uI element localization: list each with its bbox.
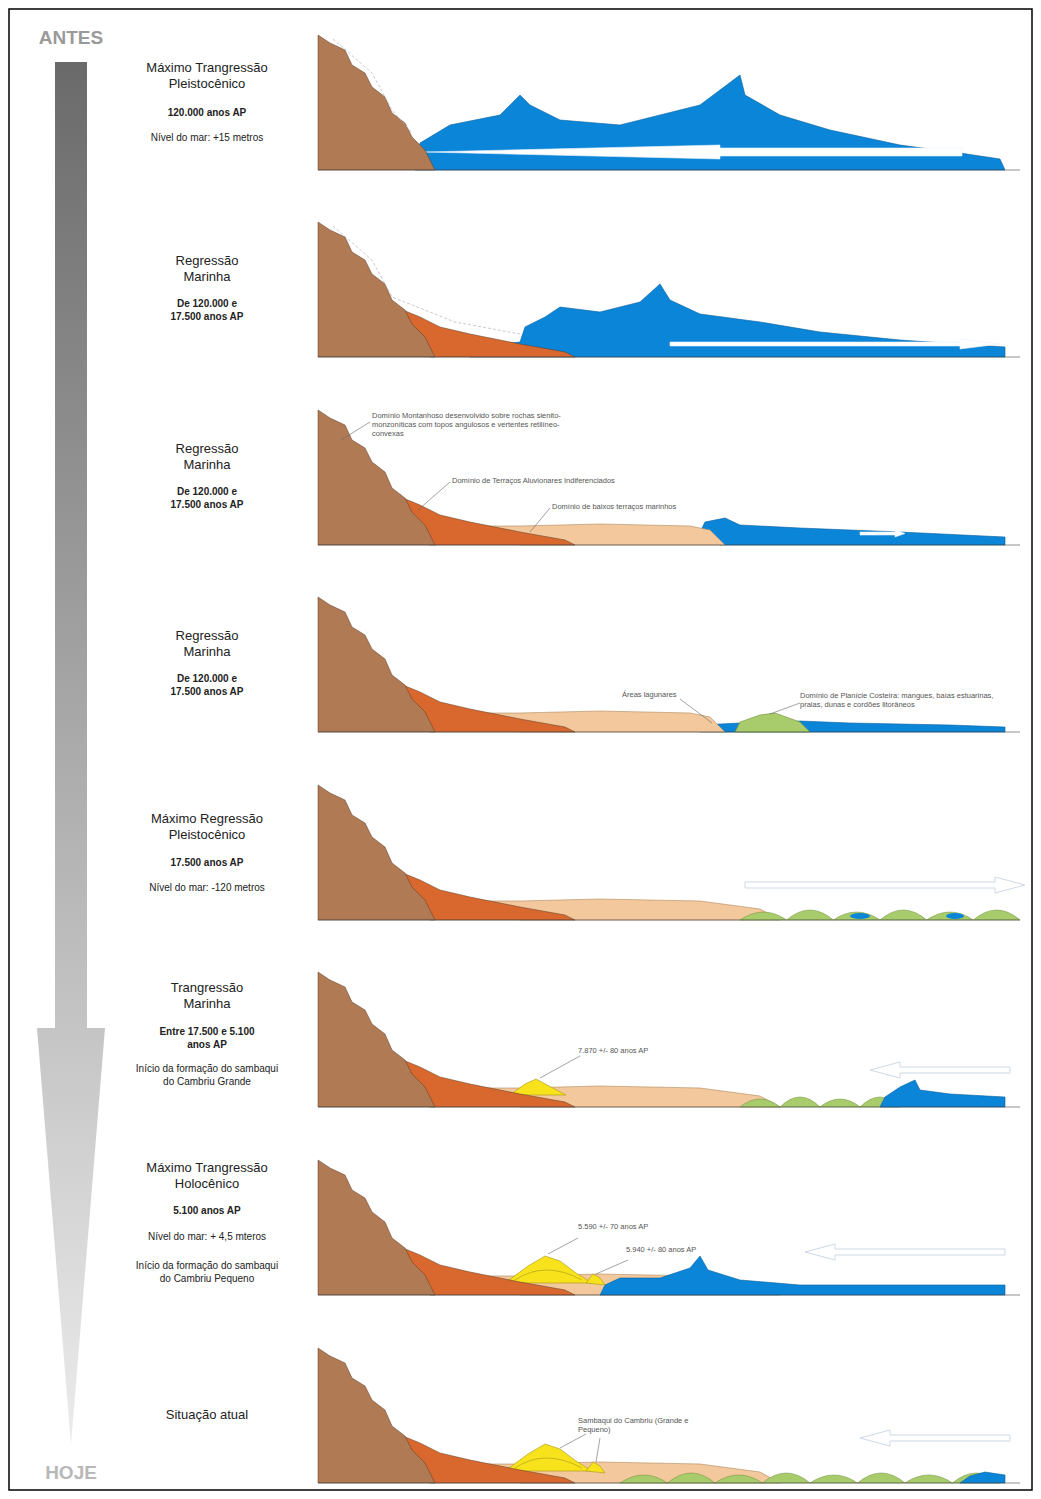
date-callout: 7.870 +/- 80 anos AP [578,1046,688,1055]
sea-level-arrow [805,1244,1005,1260]
ground-line [318,545,1020,546]
coastal-plain [740,1097,900,1107]
former-cliff [333,39,412,133]
sea-level-arrow [870,1062,1010,1078]
callout: Áreas lagunares [622,690,702,699]
mountain [318,1160,435,1295]
time-start: ANTES [28,26,114,50]
ground-line [318,1107,1020,1108]
ground-line [318,357,1020,358]
sea [960,1472,1005,1483]
shell-mound-small [586,1274,605,1285]
leader-line [596,1438,600,1462]
stage-note: Início da formação do sambaqui do Cambri… [132,1260,282,1285]
leader-line [341,422,370,440]
sea [600,1256,1005,1295]
stage-note: Início da formação do sambaqui do Cambri… [132,1063,282,1088]
mountain [318,1348,435,1483]
sea-level: Nível do mar: -120 metros [117,882,297,895]
stage-title: Máximo Regressão Pleistocênico [127,811,287,844]
stage-date: 5.100 anos AP [127,1205,287,1218]
callout: Domínio de baixos terraços marinhos [552,502,752,511]
ground-line [318,1295,1020,1296]
lagoon [946,913,964,919]
callout: Domínio de Terraços Aluvionares Indifere… [452,476,682,485]
callout: Domínio Montanhoso desenvolvido sobre ro… [372,411,590,438]
shell-mound [510,1079,566,1095]
date-callout: 5.590 +/- 70 anos AP [578,1222,688,1231]
mountain [318,597,435,732]
leader-line [770,703,800,714]
stage-date: Entre 17.500 e 5.100 anos AP [157,1026,257,1051]
leader-line [548,1238,578,1254]
ground-line [318,920,1020,921]
date-callout: 5.940 +/- 80 anos AP [626,1245,736,1254]
stage-title: Trangressão Marinha [152,980,262,1013]
stage-title: Regressão Marinha [157,253,257,286]
sea-level: Nível do mar: + 4,5 mteros [117,1231,297,1244]
leader-line [418,482,450,510]
time-end: HOJE [28,1461,114,1485]
sea-level-arrow [860,1430,1010,1446]
leader-line [530,508,550,532]
callout: Domínio de Planície Costeira: mangues, b… [800,691,1015,709]
ground-line [318,732,1020,733]
frame [9,9,1032,1490]
coastal-plain [620,1473,1000,1483]
ground-line [318,1483,1020,1484]
stage-date: De 120.000 e 17.500 anos AP [162,486,252,511]
mountain [318,785,435,920]
mountain [318,972,435,1107]
mound-layer [515,1458,582,1468]
leader-line [560,1434,586,1448]
stage-date: De 120.000 e 17.500 anos AP [162,673,252,698]
stage-title: Situação atual [132,1407,282,1423]
sea-arrow [670,339,1000,349]
coastal-plain [740,910,1020,920]
timeline-arrow [37,62,105,1445]
sea-arrow [425,145,962,159]
sea [470,284,1005,357]
shell-mound-large [505,1256,592,1283]
leader-line [540,1056,580,1078]
stage-date: 120.000 anos AP [127,107,287,120]
callout: Sambaqui do Cambriu (Grande e Pequeno) [578,1416,693,1434]
coastal-plain [735,713,810,732]
stage-title: Regressão Marinha [157,441,257,474]
stage-title: Máximo Trangressão Holocênico [132,1160,282,1193]
stage-date: 17.500 anos AP [127,857,287,870]
lagoon [850,913,870,919]
leader-line [680,699,712,723]
mound-layer [515,1270,582,1280]
sea-level-arrow [745,877,1025,893]
sea [415,75,1005,170]
leader-line [596,1260,628,1274]
mountain [318,35,435,170]
stage-title: Regressão Marinha [157,628,257,661]
sea-arrow [860,530,905,537]
ground-line [318,170,1020,171]
sea-level: Nível do mar: +15 metros [117,132,297,145]
stage-title: Máximo Trangressão Pleistocênico [132,60,282,93]
sea [880,1080,1005,1107]
shell-mound-small [586,1462,605,1473]
mountain [318,222,435,357]
shell-mound-large [505,1444,592,1471]
former-cliff [333,226,520,334]
sea [700,518,1005,545]
stage-date: De 120.000 e 17.500 anos AP [162,298,252,323]
